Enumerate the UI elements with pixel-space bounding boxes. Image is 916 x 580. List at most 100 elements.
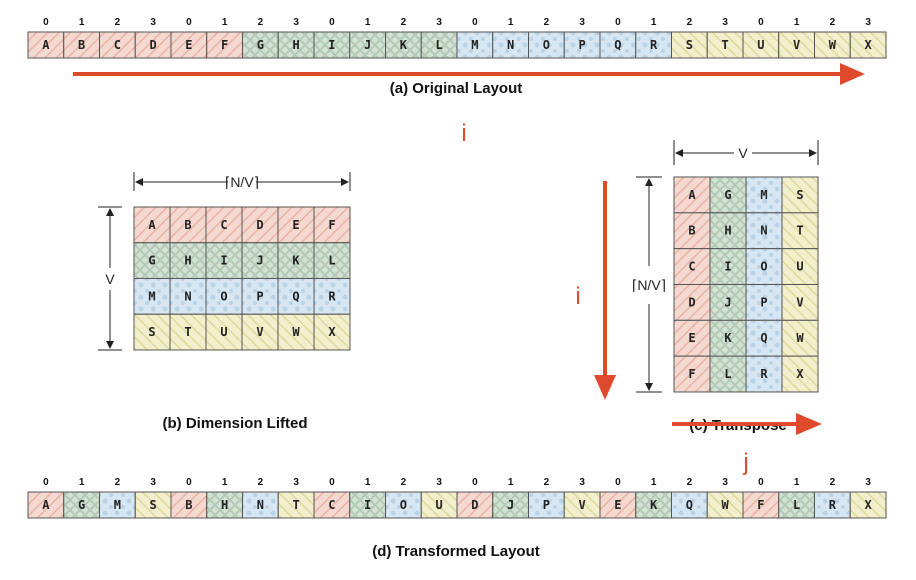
lifted-height-label: V bbox=[105, 271, 115, 287]
transformed-layout-caption: (d) Transformed Layout bbox=[372, 543, 540, 560]
cell-letter: P bbox=[579, 38, 586, 52]
original-cell: N bbox=[492, 31, 529, 59]
original-cell: M bbox=[456, 31, 494, 59]
transpose-cell: X bbox=[781, 355, 819, 393]
original-cell: J bbox=[349, 31, 386, 59]
transpose-cell: W bbox=[781, 319, 819, 357]
transformed-index-label: 3 bbox=[579, 477, 585, 488]
cell-letter: N bbox=[257, 498, 264, 512]
cell-background bbox=[205, 242, 243, 279]
original-cell: K bbox=[385, 31, 422, 59]
transpose-cell: C bbox=[673, 248, 711, 285]
original-cell: W bbox=[814, 31, 851, 59]
cell-background bbox=[277, 31, 315, 59]
cell-letter: G bbox=[257, 38, 264, 52]
original-index-label: 1 bbox=[794, 17, 800, 28]
cell-letter: Q bbox=[292, 289, 299, 303]
cell-letter: H bbox=[293, 38, 300, 52]
transformed-index-label: 1 bbox=[794, 477, 800, 488]
cell-background bbox=[313, 31, 351, 59]
transformed-cell: C bbox=[313, 491, 351, 519]
transformed-index-label: 3 bbox=[436, 477, 442, 488]
cell-background bbox=[742, 491, 780, 519]
transformed-cell: D bbox=[456, 491, 494, 519]
transpose-cell: A bbox=[673, 176, 711, 214]
lifted-cell: V bbox=[241, 313, 279, 351]
lifted-cell: H bbox=[169, 242, 207, 279]
transformed-cell: H bbox=[206, 491, 243, 519]
original-index-label: 2 bbox=[115, 17, 121, 28]
cell-letter: A bbox=[148, 218, 156, 232]
original-index-label: 0 bbox=[472, 17, 478, 28]
cell-background bbox=[745, 176, 783, 214]
cell-background bbox=[814, 31, 851, 59]
transformed-index-label: 2 bbox=[544, 477, 550, 488]
transpose-cell: E bbox=[673, 319, 711, 357]
original-cell: C bbox=[99, 31, 136, 59]
cell-background bbox=[169, 206, 207, 244]
lifted-height-dimension bbox=[98, 206, 122, 351]
cell-letter: M bbox=[148, 289, 155, 303]
original-cell: E bbox=[170, 31, 208, 59]
original-layout-row: 0A1B2C3D0E1F2G3H0I1J2K3L0M1N2O3P0Q1R2S3T… bbox=[27, 17, 887, 59]
cell-letter: K bbox=[650, 498, 658, 512]
lifted-cell: P bbox=[241, 278, 279, 315]
original-index-label: 2 bbox=[830, 17, 836, 28]
cell-letter: Q bbox=[614, 38, 621, 52]
transformed-index-label: 3 bbox=[150, 477, 156, 488]
transpose-width-label: V bbox=[738, 145, 748, 161]
cell-letter: J bbox=[507, 498, 514, 512]
original-cell: L bbox=[420, 31, 458, 59]
cell-background bbox=[709, 248, 747, 285]
cell-background bbox=[170, 491, 208, 519]
transformed-cell: G bbox=[63, 491, 100, 519]
cell-letter: G bbox=[78, 498, 85, 512]
original-cell: G bbox=[242, 31, 279, 59]
cell-letter: D bbox=[471, 498, 478, 512]
transformed-cell: E bbox=[599, 491, 637, 519]
original-cell: H bbox=[277, 31, 315, 59]
cell-background bbox=[706, 491, 744, 519]
cell-letter: L bbox=[724, 367, 731, 381]
cell-background bbox=[745, 283, 783, 321]
cell-letter: D bbox=[688, 295, 695, 309]
cell-background bbox=[599, 31, 637, 59]
cell-letter: P bbox=[760, 295, 767, 309]
cell-background bbox=[673, 319, 711, 357]
cell-background bbox=[745, 248, 783, 285]
original-index-label: 1 bbox=[79, 17, 85, 28]
transformed-cell: U bbox=[420, 491, 458, 519]
cell-background bbox=[745, 212, 783, 250]
original-index-label: 0 bbox=[615, 17, 621, 28]
cell-background bbox=[709, 319, 747, 357]
transformed-cell: V bbox=[563, 491, 601, 519]
cell-letter: U bbox=[757, 38, 764, 52]
cell-letter: P bbox=[543, 498, 550, 512]
transformed-index-label: 1 bbox=[365, 477, 371, 488]
cell-background bbox=[242, 31, 279, 59]
cell-background bbox=[673, 176, 711, 214]
cell-letter: I bbox=[220, 254, 227, 268]
cell-letter: U bbox=[436, 498, 443, 512]
transpose-cell: R bbox=[745, 355, 783, 393]
lifted-cell: A bbox=[133, 206, 171, 244]
cell-letter: R bbox=[650, 38, 658, 52]
transpose-cell: M bbox=[745, 176, 783, 214]
transformed-index-label: 0 bbox=[186, 477, 192, 488]
lifted-width-dimension bbox=[133, 172, 351, 191]
cell-letter: G bbox=[724, 188, 731, 202]
transpose-cell: H bbox=[709, 212, 747, 250]
original-index-label: 3 bbox=[865, 17, 871, 28]
transformed-cell: N bbox=[242, 491, 279, 519]
cell-letter: E bbox=[688, 331, 695, 345]
cell-letter: V bbox=[793, 38, 800, 52]
original-cell: U bbox=[742, 31, 780, 59]
cell-letter: K bbox=[724, 331, 732, 345]
cell-letter: C bbox=[114, 38, 121, 52]
original-index-label: 3 bbox=[150, 17, 156, 28]
original-cell: F bbox=[206, 31, 243, 59]
cell-letter: T bbox=[722, 38, 729, 52]
cell-letter: R bbox=[328, 289, 336, 303]
